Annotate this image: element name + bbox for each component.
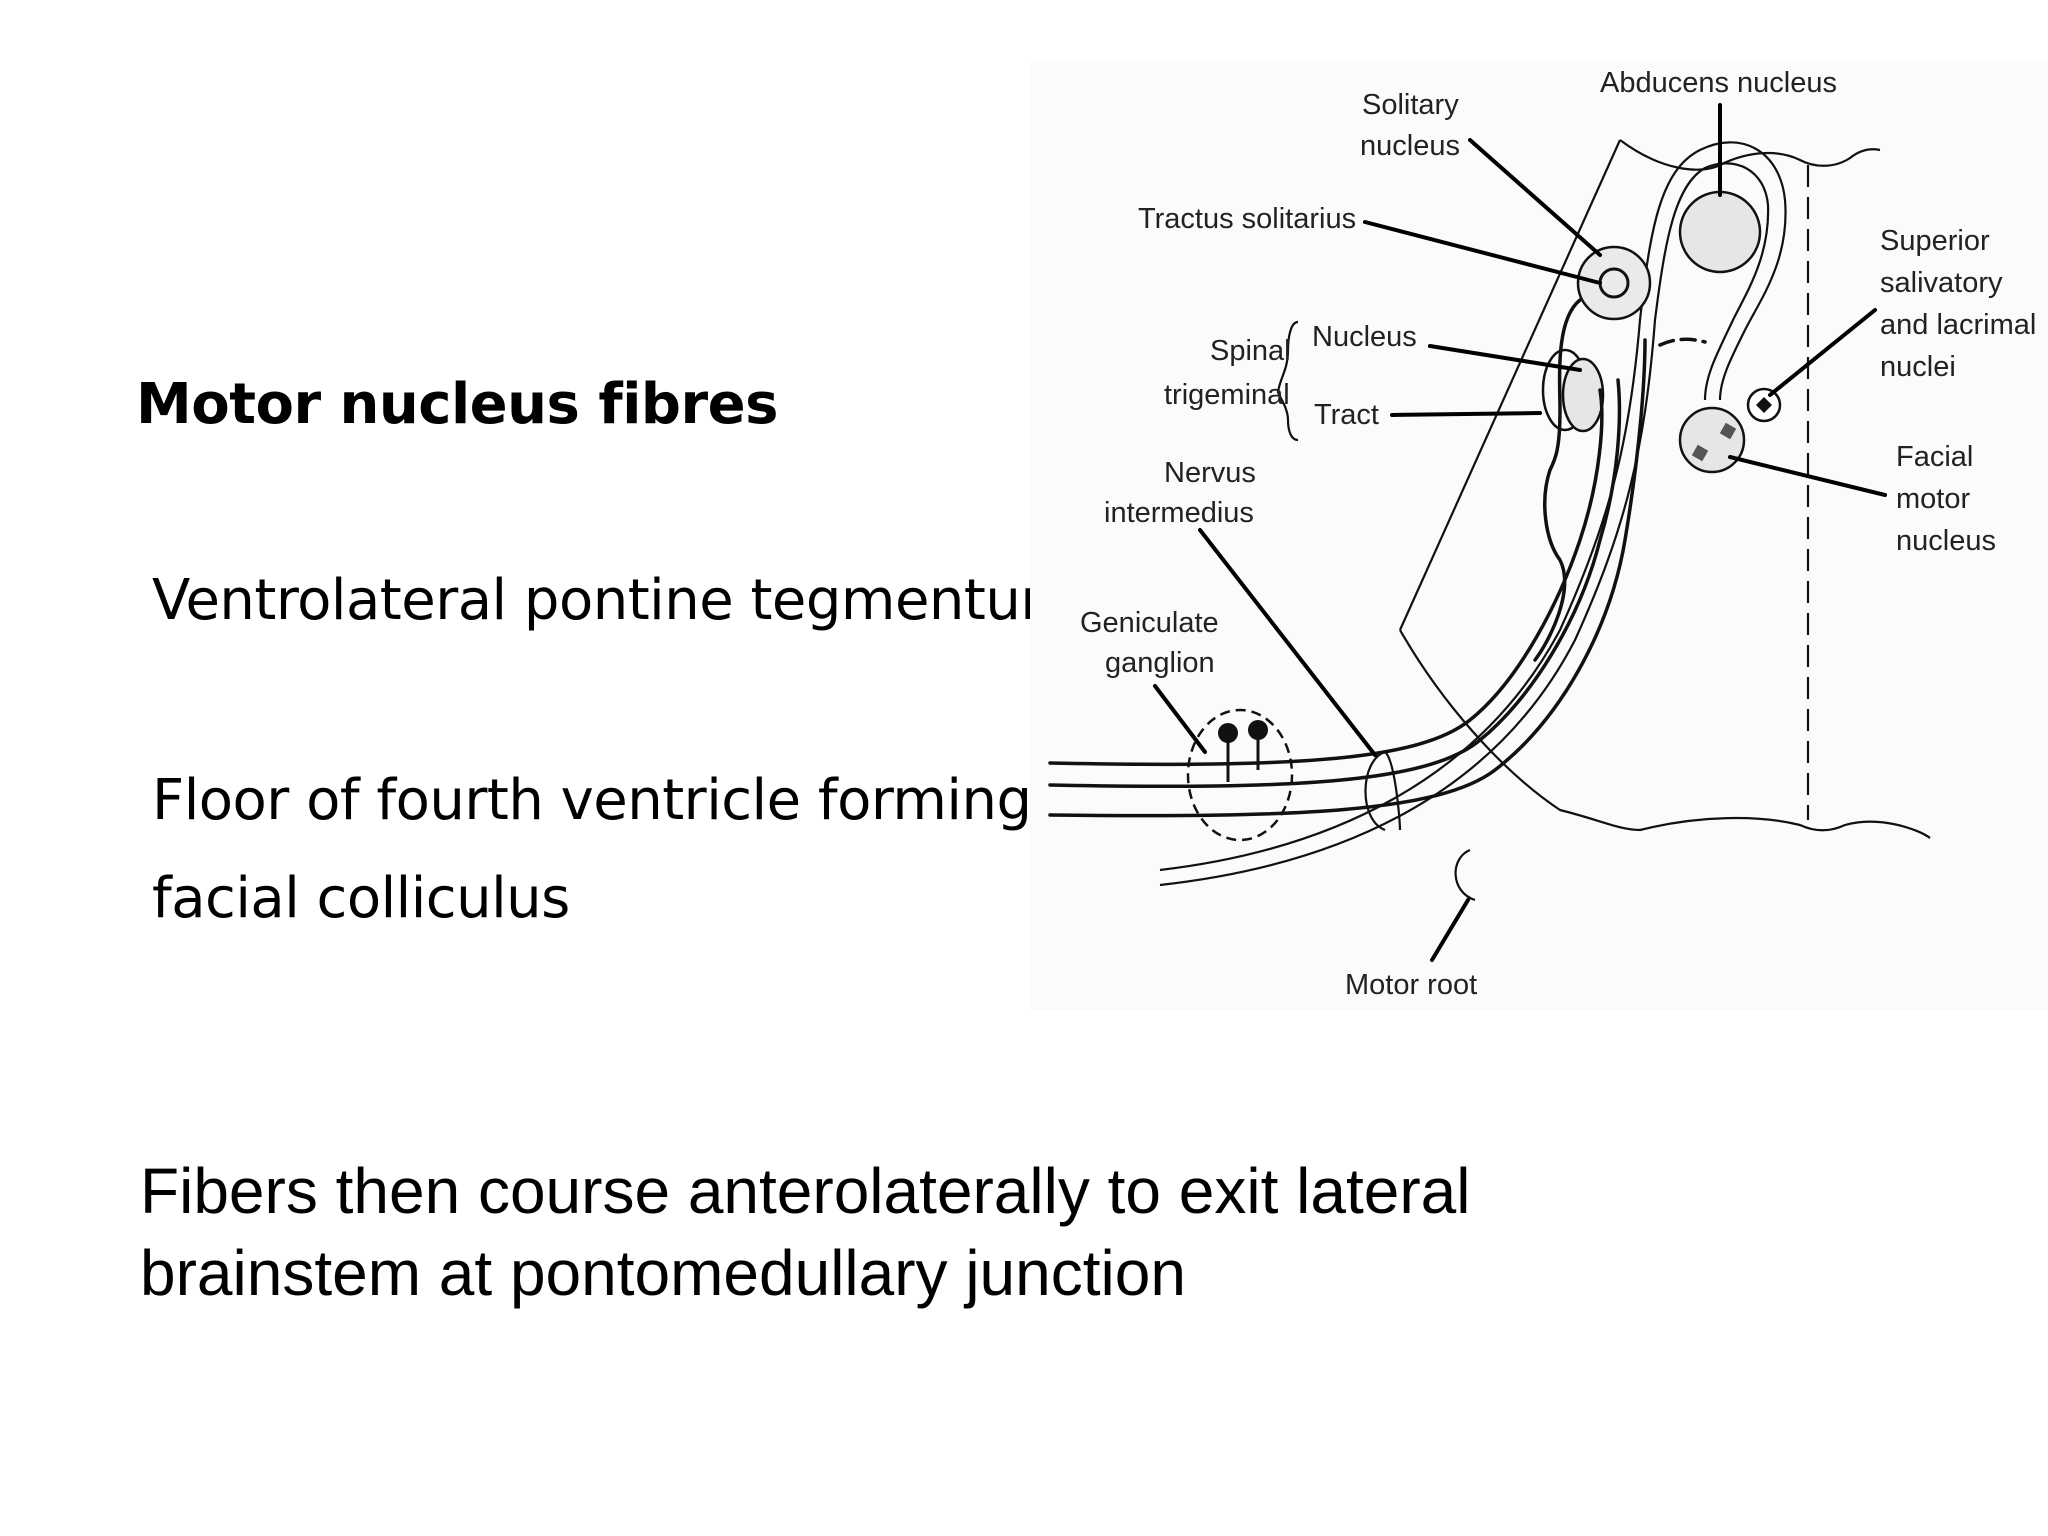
text-ventrolateral-pontine-tegmentum: Ventrolateral pontine tegmentum: [152, 568, 1075, 633]
diagram-background: [1030, 60, 2048, 1010]
nervus-intermedius-fibres: [1048, 298, 1647, 818]
label-geniculate-1: Geniculate: [1080, 607, 1219, 639]
abducens-nucleus-shape: [1678, 190, 1762, 274]
label-facial-3: nucleus: [1896, 525, 1996, 557]
summary-text: Fibers then course anterolaterally to ex…: [140, 1150, 1470, 1314]
summary-line-1: Fibers then course anterolaterally to ex…: [140, 1155, 1471, 1227]
label-nucleus: Nucleus: [1312, 321, 1417, 353]
label-tract: Tract: [1314, 399, 1379, 431]
label-facial-2: motor: [1896, 483, 1970, 515]
label-trigeminal: trigeminal: [1164, 379, 1290, 411]
facial-motor-nucleus-shape: [1678, 406, 1746, 474]
geniculate-ganglion-shape: [1186, 708, 1294, 842]
label-solitary-nucleus-1: Solitary: [1362, 89, 1459, 121]
nerve-sheath-rings: [1364, 750, 1476, 902]
label-tractus-solitarius: Tractus solitarius: [1138, 203, 1356, 235]
label-superior-2: salivatory: [1880, 267, 2003, 299]
solitary-nucleus-shape: [1576, 245, 1652, 321]
superior-salivatory-nucleus-shape: [1746, 387, 1782, 423]
label-superior-3: and lacrimal: [1880, 309, 2036, 341]
label-nervus-2: intermedius: [1104, 497, 1254, 529]
text-facial-colliculus: facial colliculus: [152, 866, 570, 931]
summary-line-2: brainstem at pontomedullary junction: [140, 1237, 1186, 1309]
leader-lines: [1153, 103, 1887, 962]
label-solitary-nucleus-2: nucleus: [1360, 130, 1460, 162]
label-superior-4: nuclei: [1880, 351, 1956, 383]
label-nervus-1: Nervus: [1164, 457, 1256, 489]
label-abducens-nucleus: Abducens nucleus: [1600, 67, 1837, 99]
label-facial-1: Facial: [1896, 441, 1973, 473]
dashed-arc: [1658, 337, 1707, 347]
brainstem-outline: [1398, 139, 1931, 839]
slide-title: Motor nucleus fibres: [136, 372, 778, 437]
label-geniculate-2: ganglion: [1105, 647, 1215, 679]
label-motor-root: Motor root: [1345, 969, 1477, 1001]
label-superior-1: Superior: [1880, 225, 1990, 257]
label-spinal: Spinal: [1210, 335, 1291, 367]
spinal-trigeminal-shape: [1541, 348, 1605, 433]
text-floor-of-fourth-ventricle: Floor of fourth ventricle forming: [152, 768, 1032, 833]
